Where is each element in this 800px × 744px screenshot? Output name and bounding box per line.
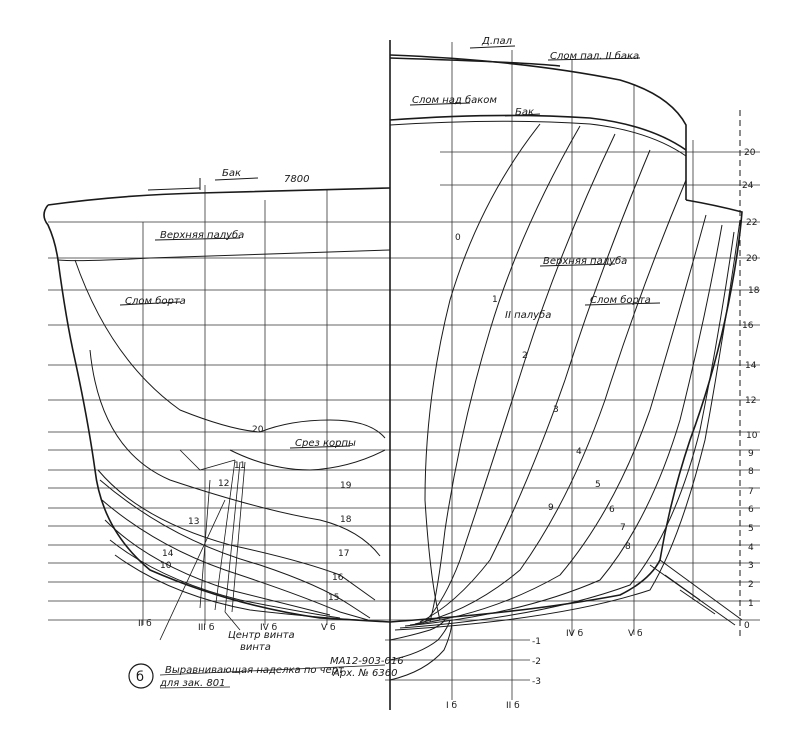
callout-letter: б — [136, 670, 144, 685]
tick-right: 18 — [748, 286, 760, 296]
frame-label: 9 — [548, 503, 554, 513]
tick-right: 12 — [745, 396, 756, 406]
frame-label: 12 — [218, 479, 229, 489]
tick-bottom: III б — [198, 623, 215, 633]
tick-right: 24 — [742, 181, 754, 191]
tick-right: 3 — [748, 561, 754, 571]
label-bak-top: Д.пал — [481, 36, 513, 47]
frame-label: 13 — [188, 517, 199, 527]
frame-label: 15 — [328, 593, 339, 603]
frame-label: 17 — [338, 549, 349, 559]
label-dimension: 7800 — [284, 174, 309, 185]
tick-bottom: IV б — [566, 629, 584, 639]
tick-right: 20 — [744, 148, 756, 158]
tick-bottom: II б — [138, 619, 152, 629]
tick-right: 0 — [744, 621, 750, 631]
label-deck-two: II палуба — [505, 309, 551, 321]
frame-label: 7 — [620, 523, 626, 533]
hull-outline-aft — [43, 187, 391, 623]
label-side-right: Слом борта — [590, 294, 651, 306]
tick-bottom: V б — [321, 623, 336, 633]
tick-bottom: I б — [446, 701, 458, 711]
label-upper-deck-left: Верхняя палуба — [160, 229, 244, 241]
tick-keel: -1 — [532, 637, 541, 647]
frame-label: 20 — [252, 425, 264, 435]
below-keel-labels: -1 -2 -3 — [532, 637, 541, 687]
tick-bottom: V б — [628, 629, 643, 639]
label-side-left: Слом борта — [125, 295, 186, 307]
shaft-detail — [649, 559, 743, 626]
tick-right: 6 — [748, 505, 754, 515]
tick-right: 1 — [748, 599, 754, 609]
tick-right: 22 — [746, 218, 757, 228]
frame-label: 8 — [625, 542, 631, 552]
tick-right: 9 — [748, 449, 754, 459]
buttock-grid — [142, 42, 694, 700]
frame-label: 14 — [162, 549, 174, 559]
tick-right: 8 — [748, 467, 754, 477]
tick-right: 4 — [748, 543, 754, 553]
frame-label: 11 — [234, 461, 245, 471]
frame-label: 19 — [340, 481, 352, 491]
label-bulwark-upper: Слом пал. II бака — [550, 50, 639, 62]
label-upper-deck-right: Верхняя палуба — [543, 255, 627, 267]
frame-label: 1 — [492, 295, 498, 305]
tick-bottom: II б — [506, 701, 520, 711]
label-bak-right: Бак — [515, 107, 534, 118]
frame-label: 16 — [332, 573, 344, 583]
tick-right: 2 — [748, 580, 754, 590]
callout-circle — [128, 663, 154, 689]
tick-right: 5 — [748, 524, 754, 534]
label-bulwark-over: Слом над баком — [412, 94, 497, 106]
frame-label: 3 — [553, 405, 559, 415]
keel-lines — [389, 619, 453, 681]
frame-labels-aft: 20 19 18 17 16 15 14 13 12 11 10 — [160, 425, 352, 603]
deck-detail — [119, 45, 661, 449]
note-ref-2: Арх. № 6360 — [332, 668, 398, 679]
frame-label: 10 — [160, 561, 172, 571]
propeller-region — [159, 449, 246, 641]
frame-label: 4 — [576, 447, 582, 457]
label-bilge-cut: Срез корпы — [295, 438, 356, 449]
tick-bottom: IV б — [260, 623, 278, 633]
note-line-1: Выравнивающая наделка по черт — [165, 665, 345, 676]
frame-sections-fwd — [394, 123, 741, 631]
right-scale-labels: 20 24 22 20 18 16 14 12 10 9 8 7 6 5 4 3… — [742, 148, 760, 631]
waterline-grid — [48, 151, 760, 681]
tick-right: 7 — [748, 487, 754, 497]
frame-labels-fwd: 0 1 2 3 4 5 6 7 8 9 — [455, 233, 631, 552]
frame-sections-aft — [74, 259, 386, 621]
hull-outline-fwd — [389, 54, 743, 623]
frame-label: 0 — [455, 233, 461, 243]
tick-right: 10 — [746, 431, 758, 441]
tick-right: 16 — [742, 321, 754, 331]
note-ref-1: МА12-903-016 — [330, 656, 404, 667]
bottom-buttock-labels: II б III б IV б V б IV б V б I б II б — [138, 619, 643, 711]
frame-label: 5 — [595, 480, 601, 490]
frame-label: 2 — [522, 351, 528, 361]
tick-right: 20 — [746, 254, 758, 264]
label-bak-left: Бак — [222, 168, 241, 179]
frame-label: 18 — [340, 515, 352, 525]
note-underlines — [159, 664, 386, 689]
tick-keel: -3 — [532, 677, 541, 687]
label-prop-center: Центр винта — [228, 630, 295, 641]
tick-right: 14 — [745, 361, 757, 371]
tick-keel: -2 — [532, 657, 541, 667]
frame-label: 6 — [609, 505, 615, 515]
label-prop-center-2: винта — [240, 642, 271, 653]
note-line-2: для зак. 801 — [159, 678, 225, 689]
